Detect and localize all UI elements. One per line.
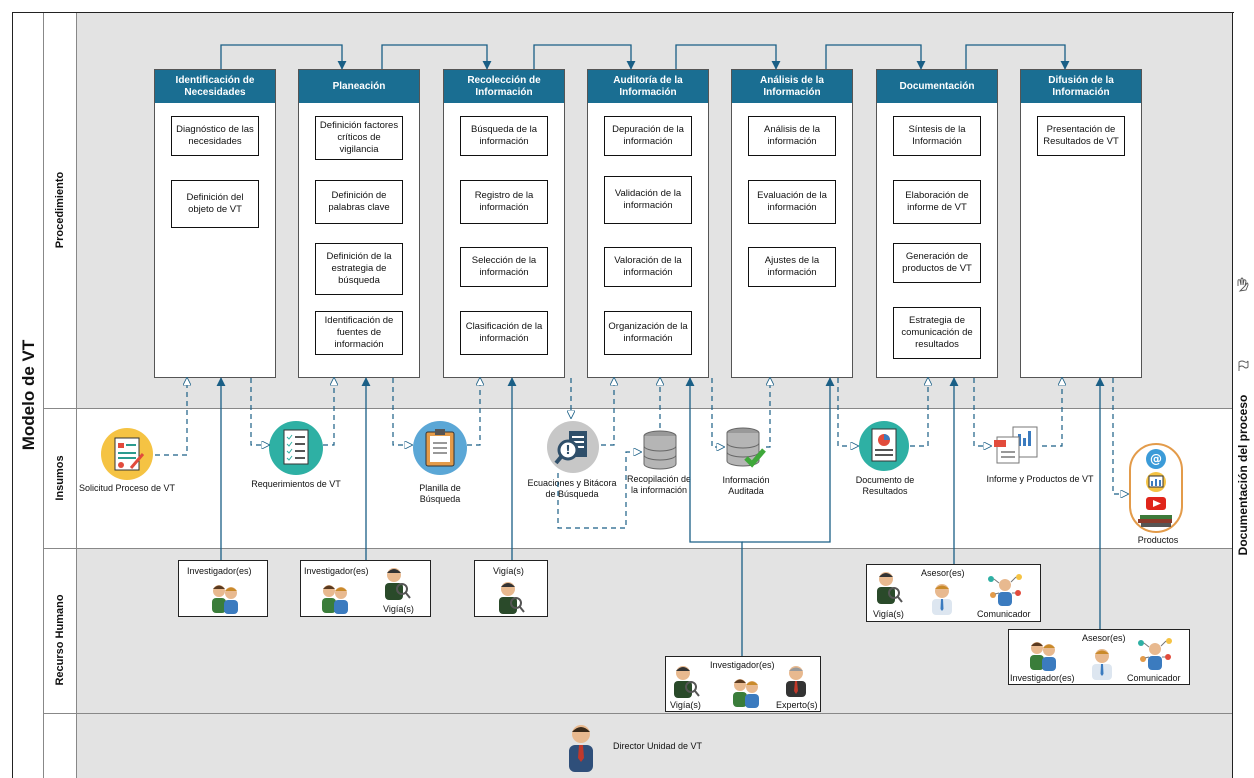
process-step: Registro de la información — [460, 180, 548, 224]
process-step: Análisis de la información — [748, 116, 836, 156]
input-label-requerimientos: Requerimientos de VT — [251, 479, 341, 489]
role-vigia: Vigía(s) — [670, 700, 701, 710]
input-label-recopilacion: Recopilación de la información — [626, 474, 692, 495]
resource-box-5: Vigía(s) Asesor(es) Comunicador — [866, 564, 1041, 622]
researchers-icon — [317, 579, 353, 620]
input-label-planilla: Planilla de Búsqueda — [419, 483, 461, 504]
right-divider — [1232, 12, 1233, 778]
phase-title: Recolección de Información — [444, 70, 564, 103]
svg-text:!: ! — [565, 443, 570, 457]
process-step: Validación de la información — [604, 176, 692, 224]
phase-title: Planeación — [299, 70, 419, 103]
communicator-icon — [1135, 633, 1175, 676]
role-investigador: Investigador(es) — [187, 566, 252, 576]
role-investigador: Investigador(es) — [710, 660, 775, 670]
report-icon — [859, 421, 909, 471]
lane-label-divider — [76, 12, 77, 778]
role-comunicador: Comunicador — [977, 609, 1031, 619]
phase-title: Difusión de la Información — [1021, 70, 1141, 103]
resource-box-3: Vigía(s) — [474, 560, 548, 617]
role-asesor: Asesor(es) — [1082, 633, 1126, 643]
lane-divider-1 — [43, 408, 1232, 409]
role-vigia: Vigía(s) — [873, 609, 904, 619]
process-step: Clasificación de la información — [460, 311, 548, 355]
process-step: Definición de la estrategia de búsqueda — [315, 243, 403, 295]
lane-divider-2 — [43, 548, 1232, 549]
process-step: Diagnóstico de las necesidades — [171, 116, 259, 156]
researchers-icon — [1025, 636, 1061, 677]
process-step: Identificación de fuentes de información — [315, 311, 403, 355]
clipboard-icon — [413, 421, 467, 475]
role-vigia: Vigía(s) — [383, 604, 414, 614]
process-step: Síntesis de la Información — [893, 116, 981, 156]
lane-divider-3 — [43, 713, 1232, 714]
role-vigia: Vigía(s) — [493, 566, 524, 576]
role-experto: Experto(s) — [776, 700, 818, 710]
title-divider — [43, 12, 44, 778]
process-step: Estrategia de comunicación de resultados — [893, 307, 981, 359]
process-step: Generación de productos de VT — [893, 243, 981, 283]
resource-box-6: Investigador(es) Asesor(es) Comunicador — [1008, 629, 1190, 685]
resource-box-2: Investigador(es) Vigía(s) — [300, 560, 431, 617]
process-step: Búsqueda de la información — [460, 116, 548, 156]
resource-box-4: Vigía(s) Investigador(es) Experto(s) — [665, 656, 821, 712]
left-border — [12, 12, 13, 778]
role-comunicador: Comunicador — [1127, 673, 1181, 683]
communicator-icon — [985, 569, 1025, 612]
request-form-icon — [101, 428, 153, 480]
report-pages-icon — [991, 425, 1041, 465]
process-step: Definición de palabras clave — [315, 180, 403, 224]
process-step: Selección de la información — [460, 247, 548, 287]
director-icon — [566, 722, 596, 774]
process-step: Depuración de la información — [604, 116, 692, 156]
researchers-icon — [728, 673, 764, 714]
role-investigador: Investigador(es) — [1010, 673, 1075, 683]
hand-pointer-icon — [1236, 277, 1250, 293]
products-icon: @ — [1129, 443, 1183, 533]
role-investigador: Investigador(es) — [304, 566, 369, 576]
process-step: Presentación de Resultados de VT — [1037, 116, 1125, 156]
phase-title: Auditoría de la Información — [588, 70, 708, 103]
role-asesor: Asesor(es) — [921, 568, 965, 578]
search-document-icon: ! — [547, 421, 599, 473]
process-step: Definición factores críticos de vigilanc… — [315, 116, 403, 160]
input-label-documento: Documento de Resultados — [855, 475, 915, 496]
process-step: Organización de la información — [604, 311, 692, 355]
input-label-ecuaciones: Ecuaciones y Bitácora de Búsqueda — [527, 478, 617, 499]
director-label: Director Unidad de VT — [613, 741, 703, 751]
expert-icon — [783, 663, 809, 702]
input-label-productos: Productos — [1137, 535, 1179, 545]
svg-text:@: @ — [1150, 452, 1162, 466]
advisor-icon — [1089, 646, 1115, 685]
process-step: Definición del objeto de VT — [171, 180, 259, 228]
database-icon — [641, 429, 679, 471]
input-label-auditada: Información Auditada — [722, 475, 770, 496]
top-border — [12, 12, 1234, 13]
input-label-informe: Informe y Productos de VT — [986, 474, 1094, 484]
process-step: Evaluación de la información — [748, 180, 836, 224]
process-step: Elaboración de informe de VT — [893, 180, 981, 224]
watcher-icon — [381, 565, 411, 606]
verified-database-icon — [724, 426, 766, 470]
process-step: Ajustes de la información — [748, 247, 836, 287]
input-label-solicitud: Solicitud Proceso de VT — [78, 483, 176, 493]
doc-flag-icon — [1236, 359, 1250, 373]
process-step: Valoración de la información — [604, 247, 692, 287]
phase-title: Documentación — [877, 70, 997, 103]
watcher-icon — [873, 569, 903, 610]
lane-director — [76, 713, 1232, 778]
phase-title: Identificación de Necesidades — [155, 70, 275, 103]
resource-box-1: Investigador(es) — [178, 560, 268, 617]
phase-title: Análisis de la Información — [732, 70, 852, 103]
researchers-icon — [207, 579, 243, 620]
watcher-icon — [495, 579, 525, 620]
advisor-icon — [929, 581, 955, 620]
watcher-icon — [670, 663, 700, 704]
checklist-icon — [269, 421, 323, 475]
